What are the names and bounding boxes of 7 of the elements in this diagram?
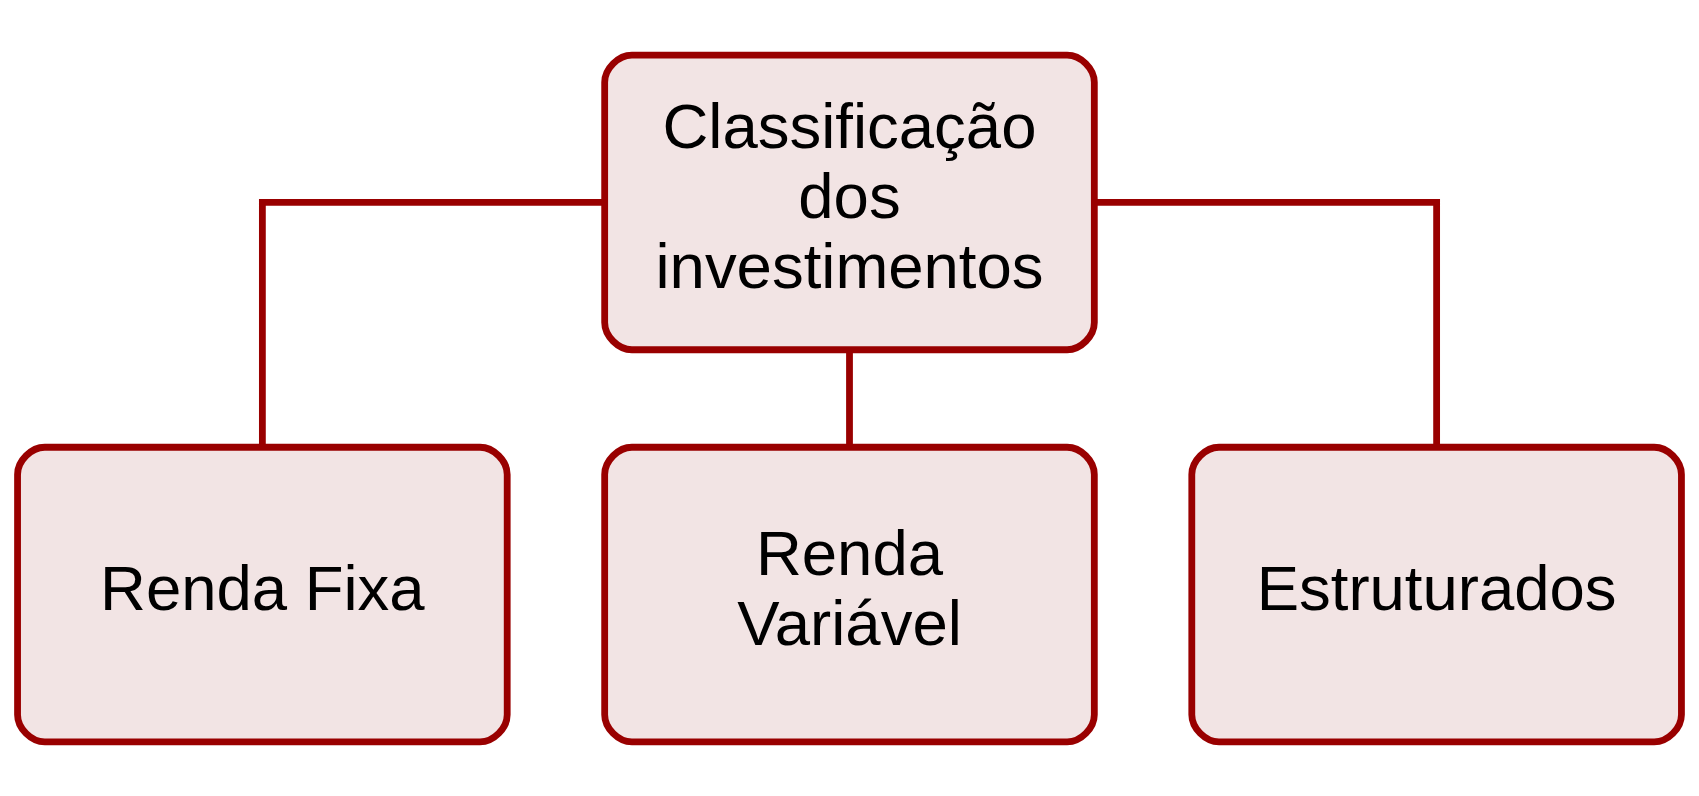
node-box: Renda Fixa	[14, 443, 511, 745]
connector	[1095, 198, 1440, 446]
node-box: Renda Variável	[601, 443, 1098, 745]
connector	[259, 198, 604, 446]
connector	[846, 350, 853, 447]
node-box: Classificação dos investimentos	[601, 51, 1098, 353]
node-box: Estruturados	[1188, 443, 1685, 745]
